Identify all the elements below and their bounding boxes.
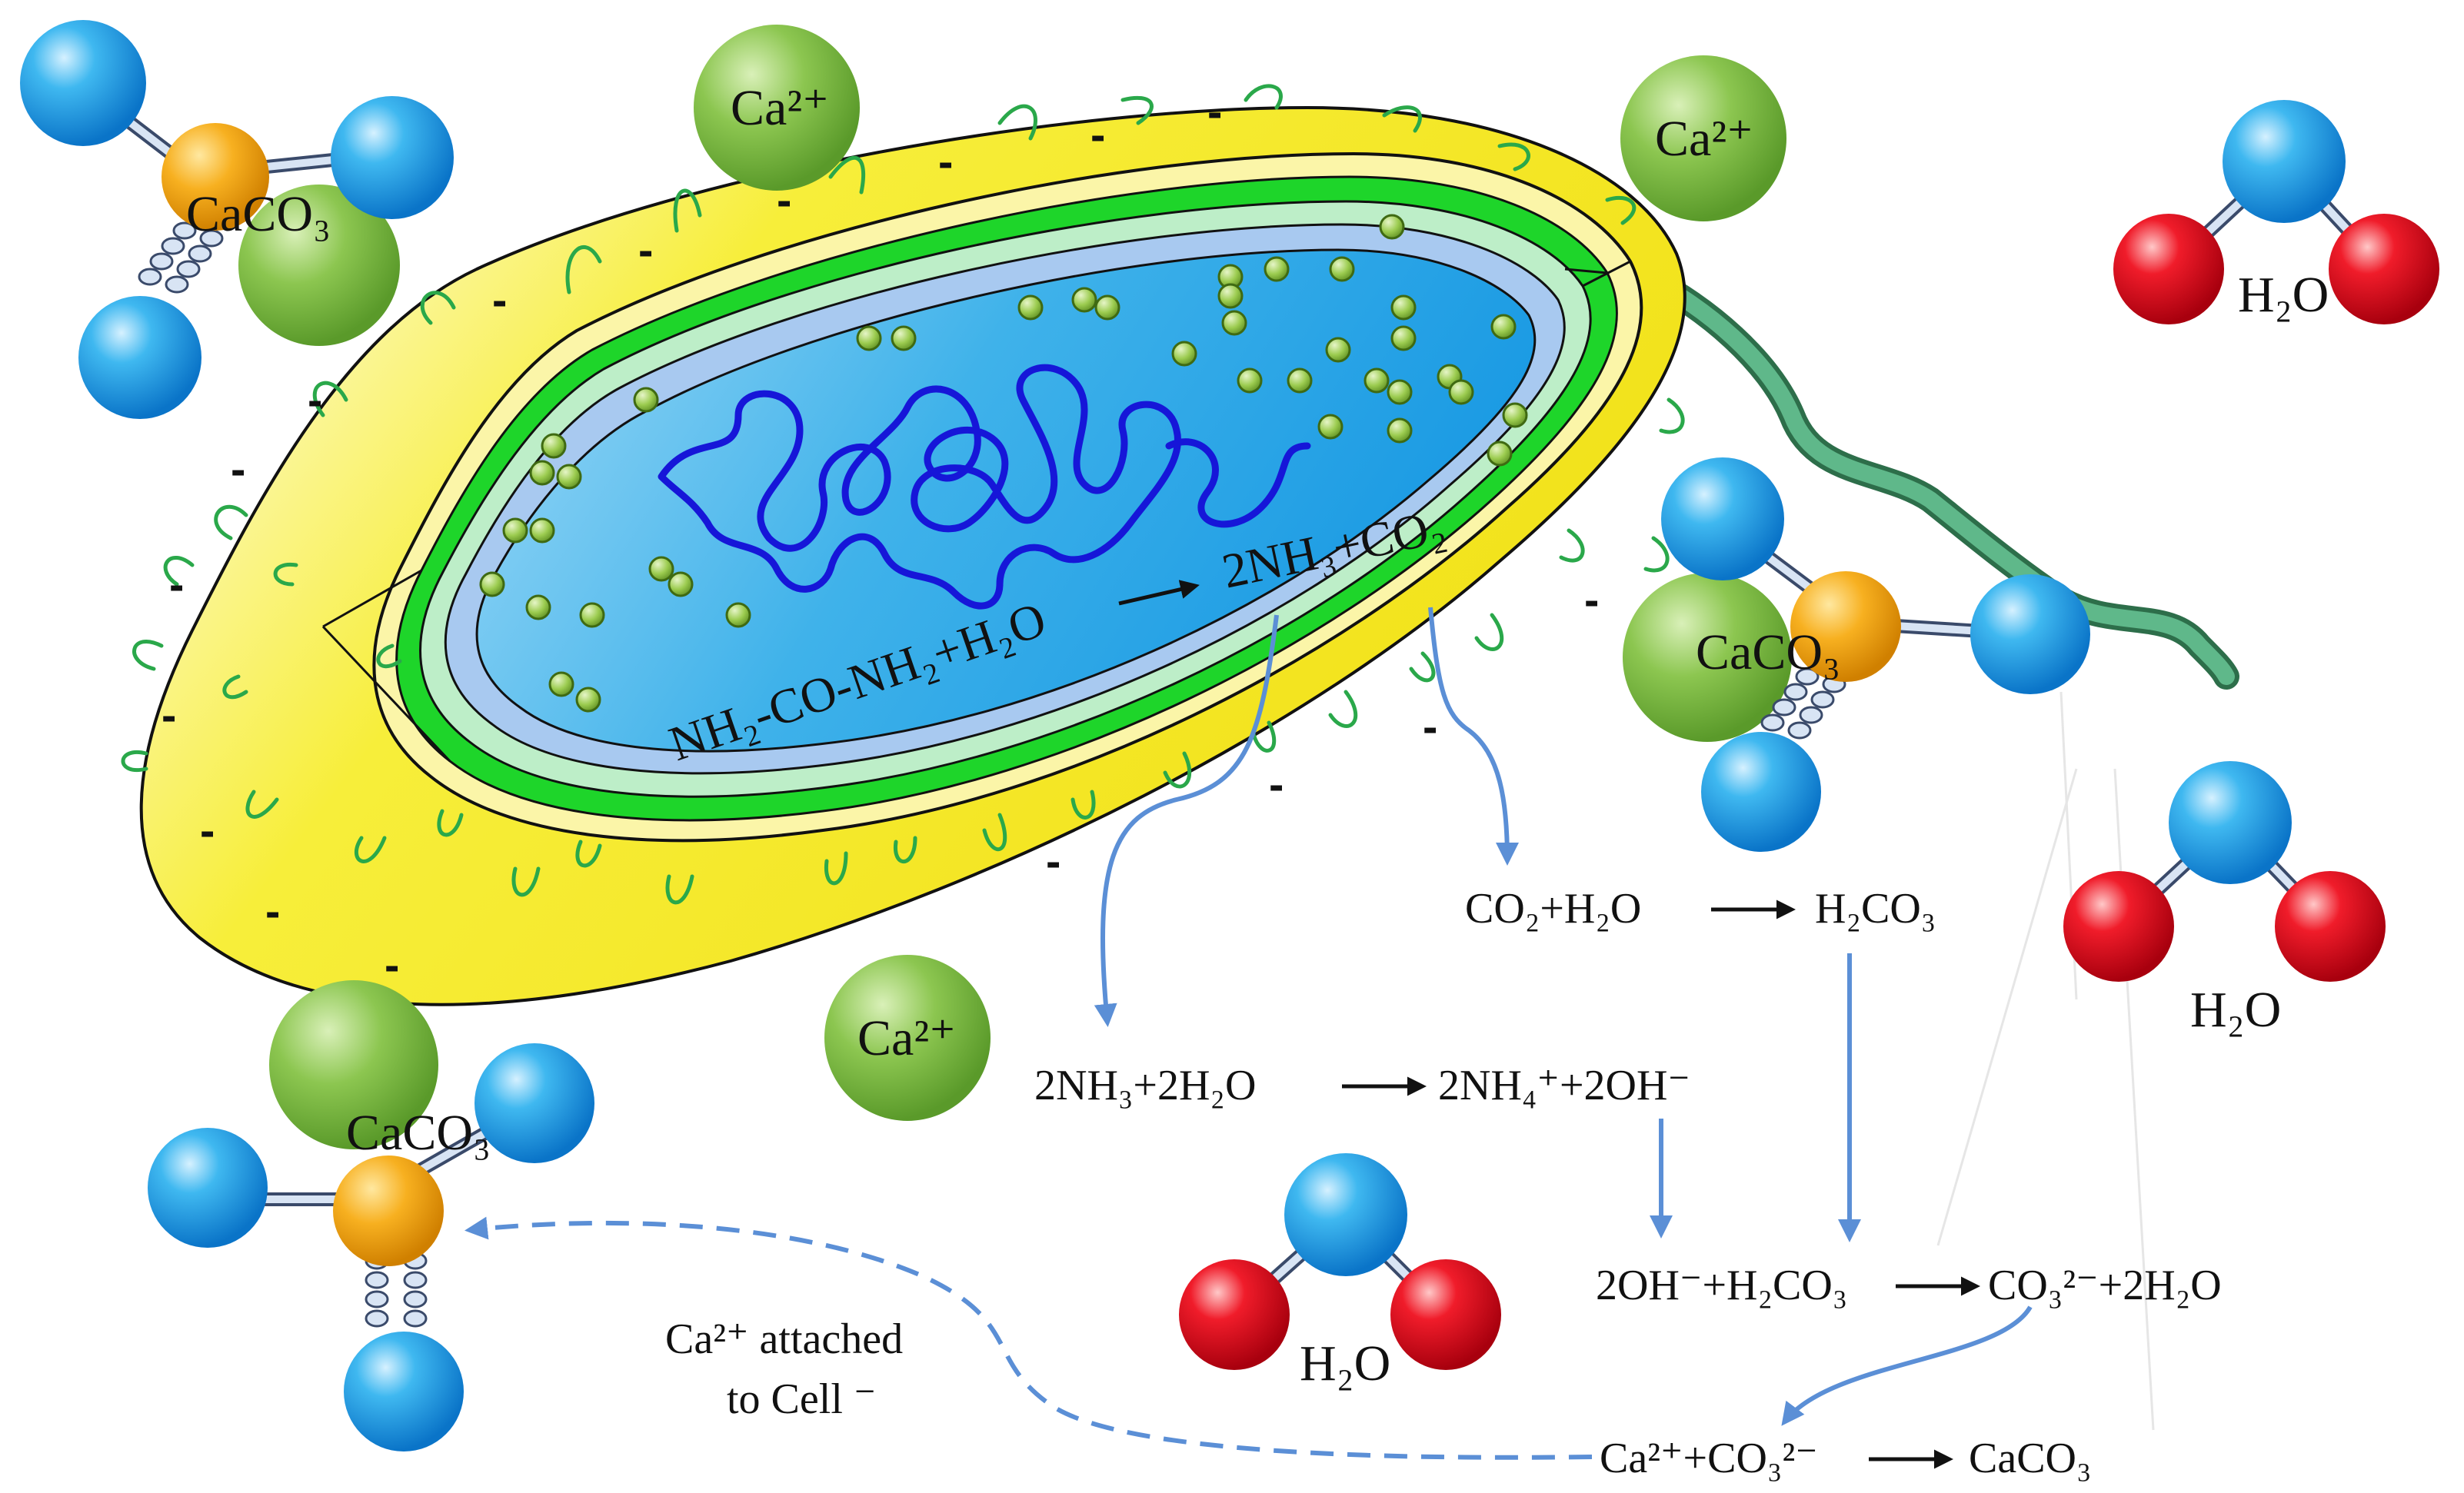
svg-text:-: - [1046, 836, 1061, 886]
process-arrows [464, 607, 2033, 1460]
svg-text:Ca²⁺: Ca²⁺ [731, 80, 829, 136]
precipitation-equation: Ca²⁺+CO₃²⁻ CaCO₃ [1600, 1435, 2092, 1482]
svg-text:-: - [938, 137, 953, 187]
svg-text:-: - [1423, 702, 1437, 752]
urea-hydrolysis-arrow [1118, 580, 1200, 606]
ribosomes [479, 214, 1528, 713]
pili [121, 84, 1685, 905]
svg-text:H₂CO₃: H₂CO₃ [1815, 885, 1936, 933]
calcium-sphere [238, 185, 400, 346]
water-molecule-top-right: H₂O [2113, 100, 2439, 324]
svg-text:H₂O: H₂O [2238, 267, 2329, 323]
svg-text:2NH₄⁺+2OH⁻: 2NH₄⁺+2OH⁻ [1438, 1062, 1690, 1109]
svg-text:CaCO₃: CaCO₃ [1969, 1435, 2092, 1482]
svg-text:-: - [200, 806, 215, 856]
svg-text:to Cell ⁻: to Cell ⁻ [727, 1375, 876, 1423]
svg-text:-: - [1207, 87, 1222, 137]
calcium-sphere [269, 980, 438, 1149]
calcium-sphere [1623, 573, 1792, 742]
calcium-ion-top: Ca²⁺ [694, 25, 860, 191]
co2-hydration-equation: CO₂+H₂O H₂CO₃ [1465, 885, 1936, 933]
svg-text:Ca²⁺: Ca²⁺ [1655, 111, 1753, 167]
svg-text:-: - [492, 275, 507, 325]
cutaway-edge [321, 569, 451, 763]
negative-charges: - - - - - - - - - - - - - - - - - [161, 87, 1599, 990]
carbonate-formation-equation: 2OH⁻+H₂CO₃ CO₃²⁻+2H₂O [1596, 1262, 2222, 1309]
svg-text:2NH₃+2H₂O: 2NH₃+2H₂O [1034, 1062, 1256, 1109]
faint-guide-lines [1936, 691, 2155, 1431]
calcium-attachment-annotation: Ca²⁺ attached to Cell ⁻ [665, 1315, 903, 1423]
caco3-label: CaCO₃ [1696, 624, 1840, 680]
calcium-ion-top-right: Ca²⁺ [1620, 55, 1786, 221]
svg-text:Ca²⁺ attached: Ca²⁺ attached [665, 1315, 903, 1363]
ammonia-hydrolysis-equation: 2NH₃+2H₂O 2NH₄⁺+2OH⁻ [1034, 1062, 1690, 1109]
svg-text:-: - [385, 940, 399, 990]
water-molecule-right: H₂O [2063, 761, 2386, 1038]
water-molecule-bottom: H₂O [1179, 1153, 1501, 1392]
caco3-cluster-right: CaCO₃ [1623, 457, 2090, 852]
svg-text:H₂O: H₂O [1300, 1335, 1390, 1392]
svg-text:-: - [265, 886, 280, 936]
svg-text:-: - [1269, 760, 1284, 810]
svg-text:-: - [308, 375, 322, 425]
calcium-ion-bottom: Ca²⁺ [824, 955, 991, 1121]
svg-text:-: - [1584, 575, 1599, 625]
svg-text:-: - [638, 225, 653, 275]
svg-text:-: - [161, 690, 176, 740]
svg-text:CO₃²⁻+2H₂O: CO₃²⁻+2H₂O [1988, 1262, 2222, 1309]
svg-text:Ca²⁺+CO₃²⁻: Ca²⁺+CO₃²⁻ [1600, 1435, 1818, 1482]
svg-text:2OH⁻+H₂CO₃: 2OH⁻+H₂CO₃ [1596, 1262, 1847, 1309]
svg-text:-: - [169, 560, 184, 610]
svg-text:-: - [231, 444, 245, 494]
caco3-label: CaCO₃ [346, 1105, 491, 1161]
caco3-label: CaCO₃ [186, 186, 331, 242]
caco3-cluster-bottom-left: CaCO₃ [148, 980, 594, 1451]
svg-text:H₂O: H₂O [2190, 982, 2281, 1038]
svg-text:CO₂+H₂O: CO₂+H₂O [1465, 885, 1641, 933]
bacterium-cell: - - - - - - - - - - - - - - - - - [121, 84, 2239, 1006]
svg-text:-: - [1090, 110, 1105, 160]
svg-text:Ca²⁺: Ca²⁺ [857, 1010, 956, 1066]
dna-strand [658, 364, 1311, 610]
caco3-cluster-top-left: CaCO₃ [20, 20, 454, 419]
